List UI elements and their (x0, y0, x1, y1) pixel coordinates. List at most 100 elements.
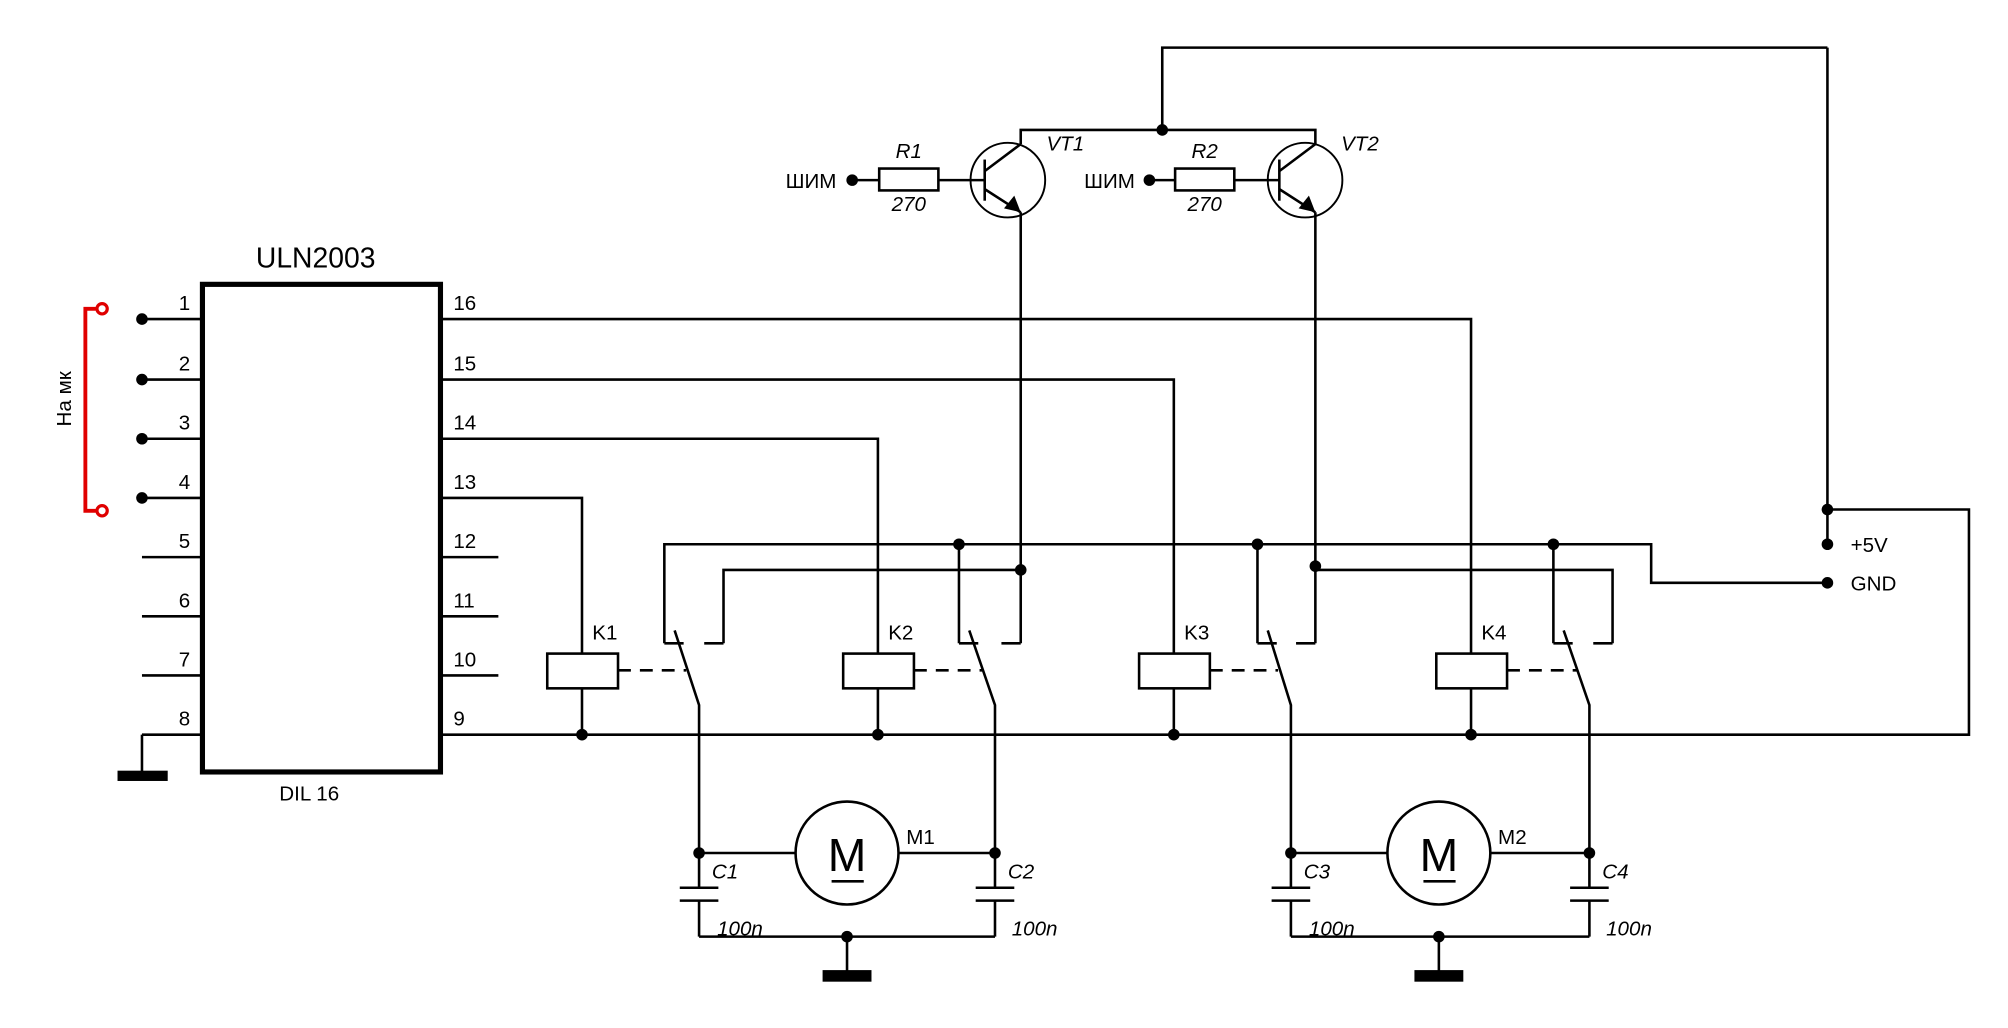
capacitor-value: 100n (1309, 917, 1355, 940)
capacitor (1271, 853, 1311, 937)
emitter-arrow-icon (1004, 195, 1021, 213)
transistor-vt2: ШИМ R2 270 VT2 (1084, 133, 1379, 219)
ic-uln2003: ULN2003 DIL 16 (199, 242, 444, 805)
ground-symbol (1414, 970, 1464, 982)
relays: K1 K2 K3 K4 (545, 621, 1613, 854)
junctions (576, 124, 1834, 741)
relay-k3: K3 (1137, 621, 1316, 854)
capacitor-name: C2 (1008, 861, 1035, 884)
relay-switch-blade (968, 630, 997, 854)
relay-coil (1435, 652, 1509, 690)
wire-unused-pins (440, 555, 499, 677)
relay-k2: K2 (841, 621, 1021, 854)
capacitor (1570, 853, 1609, 937)
motor-body (1386, 800, 1492, 906)
input-terminal (136, 492, 148, 504)
relay-name: K3 (1184, 621, 1209, 644)
junction-dot (872, 728, 884, 741)
capacitor-name: C3 (1304, 861, 1331, 884)
resistor-name: R1 (896, 140, 922, 163)
wire-gnd-bus (663, 542, 1828, 644)
relay-name: K1 (592, 621, 617, 644)
resistor (877, 167, 940, 192)
wire-pin13-k1 (440, 496, 584, 654)
pin-number: 13 (453, 471, 476, 494)
junction-dot (1168, 728, 1180, 741)
resistor-value: 270 (891, 193, 927, 216)
junction-dot (576, 728, 588, 741)
pwm-terminal (1143, 174, 1156, 186)
pin-number: 8 (179, 708, 190, 731)
wire-contact-verticals (957, 544, 1555, 644)
emitter-arrow-icon (1298, 195, 1316, 213)
pin-number: 3 (179, 412, 190, 435)
relay-coil (841, 652, 916, 690)
wire-vt2-bus (1315, 568, 1614, 644)
transistor-name: VT1 (1046, 133, 1084, 156)
junction-dot (953, 538, 965, 551)
wire-vcc-top (1160, 46, 1828, 130)
wire-emitters (1019, 212, 1317, 644)
ground-symbol (117, 770, 168, 781)
pin-number: 14 (453, 412, 476, 435)
relay-name: K2 (888, 621, 913, 644)
ic-package: DIL 16 (279, 782, 339, 805)
ground-symbol (822, 970, 872, 982)
pin-number: 2 (179, 353, 190, 376)
pin-number: 10 (453, 648, 476, 671)
junction-dot (1251, 538, 1264, 551)
capacitor (679, 853, 719, 937)
connector-terminal (95, 302, 109, 316)
junction-dot (1547, 538, 1560, 551)
pin-number: 12 (453, 530, 476, 553)
relay-switch-blade (673, 630, 701, 854)
relay-name: K4 (1481, 621, 1506, 644)
resistor-name: R2 (1192, 140, 1219, 163)
junction-dot (1583, 847, 1596, 859)
motor-name: M2 (1498, 826, 1527, 849)
pin-number: 1 (179, 292, 190, 315)
junction-dot (989, 847, 1001, 859)
pin-number: 9 (453, 708, 464, 731)
resistor (1173, 167, 1236, 192)
pin-number: 16 (453, 292, 476, 315)
relay-switch-blade (1266, 630, 1293, 854)
junction-dot (841, 930, 853, 943)
capacitor-name: C4 (1602, 861, 1628, 884)
junction-dot (1465, 728, 1477, 741)
wire-collectors (1019, 128, 1317, 145)
pin-number: 11 (453, 589, 474, 612)
relay-k1: K1 (545, 621, 724, 854)
junction-dot (1821, 503, 1834, 516)
gnd-label: GND (1851, 573, 1897, 596)
motor-body (794, 800, 900, 906)
relay-coil (1137, 652, 1212, 690)
pin-number: 6 (179, 589, 190, 612)
junction-dot (1156, 124, 1169, 136)
junction-dot (1309, 560, 1322, 572)
motor-symbol: M (1420, 829, 1459, 881)
connector-label: На мк (53, 370, 76, 426)
wire-pin15-k3 (440, 378, 1176, 654)
wire-vt1-bus (722, 568, 1021, 644)
wire-pin14-k2 (440, 437, 880, 654)
input-terminal (136, 313, 148, 325)
transistor-name: VT2 (1341, 133, 1379, 156)
input-terminal (136, 373, 148, 386)
pwm-label: ШИМ (1084, 170, 1135, 193)
connector-bracket (83, 306, 96, 513)
resistor-value: 270 (1187, 193, 1223, 216)
capacitor-name: C1 (712, 861, 738, 884)
ic-body (199, 281, 444, 775)
relay-switch-blade (1562, 630, 1591, 854)
power-terminals: +5V GND (1821, 534, 1897, 596)
relay-k4: K4 (1435, 621, 1613, 854)
pin-number: 5 (179, 530, 190, 553)
capacitor (975, 853, 1015, 937)
